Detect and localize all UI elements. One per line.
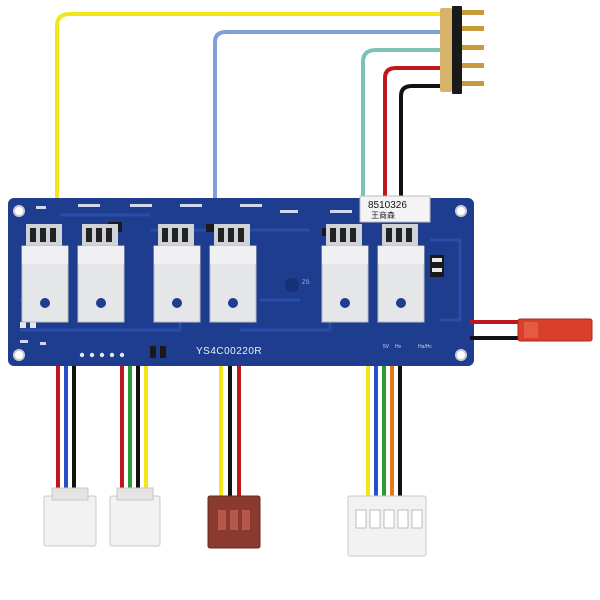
connector-4 xyxy=(347,495,427,557)
blue-wire xyxy=(213,30,446,212)
connector-2 xyxy=(109,487,161,547)
sticker-code: 8510326 xyxy=(368,200,407,211)
bottom-wires xyxy=(56,366,402,500)
pad-label-hahc: Ha/Hc xyxy=(418,344,432,350)
black-wire xyxy=(399,84,446,202)
mosfet-4 xyxy=(209,224,257,323)
mosfet-1 xyxy=(21,224,69,323)
pad-label-hv: Hv xyxy=(395,344,402,350)
power-lead xyxy=(470,318,593,342)
mosfet-3 xyxy=(153,224,201,323)
red-wire xyxy=(383,66,446,202)
tiny-marking: ZS xyxy=(302,280,310,286)
mosfet-5 xyxy=(321,224,369,323)
pad-label-5v: 5V xyxy=(383,344,390,350)
board-sticker xyxy=(359,195,431,223)
model-marking: YS4C00220R xyxy=(196,346,263,357)
teal-wire xyxy=(361,48,446,202)
header-pins xyxy=(440,6,484,94)
sticker-subtext: 王商森 xyxy=(371,211,395,220)
mosfet-6 xyxy=(377,224,425,323)
mosfet-2 xyxy=(77,224,125,323)
mosfets xyxy=(21,224,425,323)
yellow-wire xyxy=(55,12,446,206)
top-wires xyxy=(55,12,446,212)
connector-1 xyxy=(43,487,97,547)
connector-3 xyxy=(207,495,261,549)
